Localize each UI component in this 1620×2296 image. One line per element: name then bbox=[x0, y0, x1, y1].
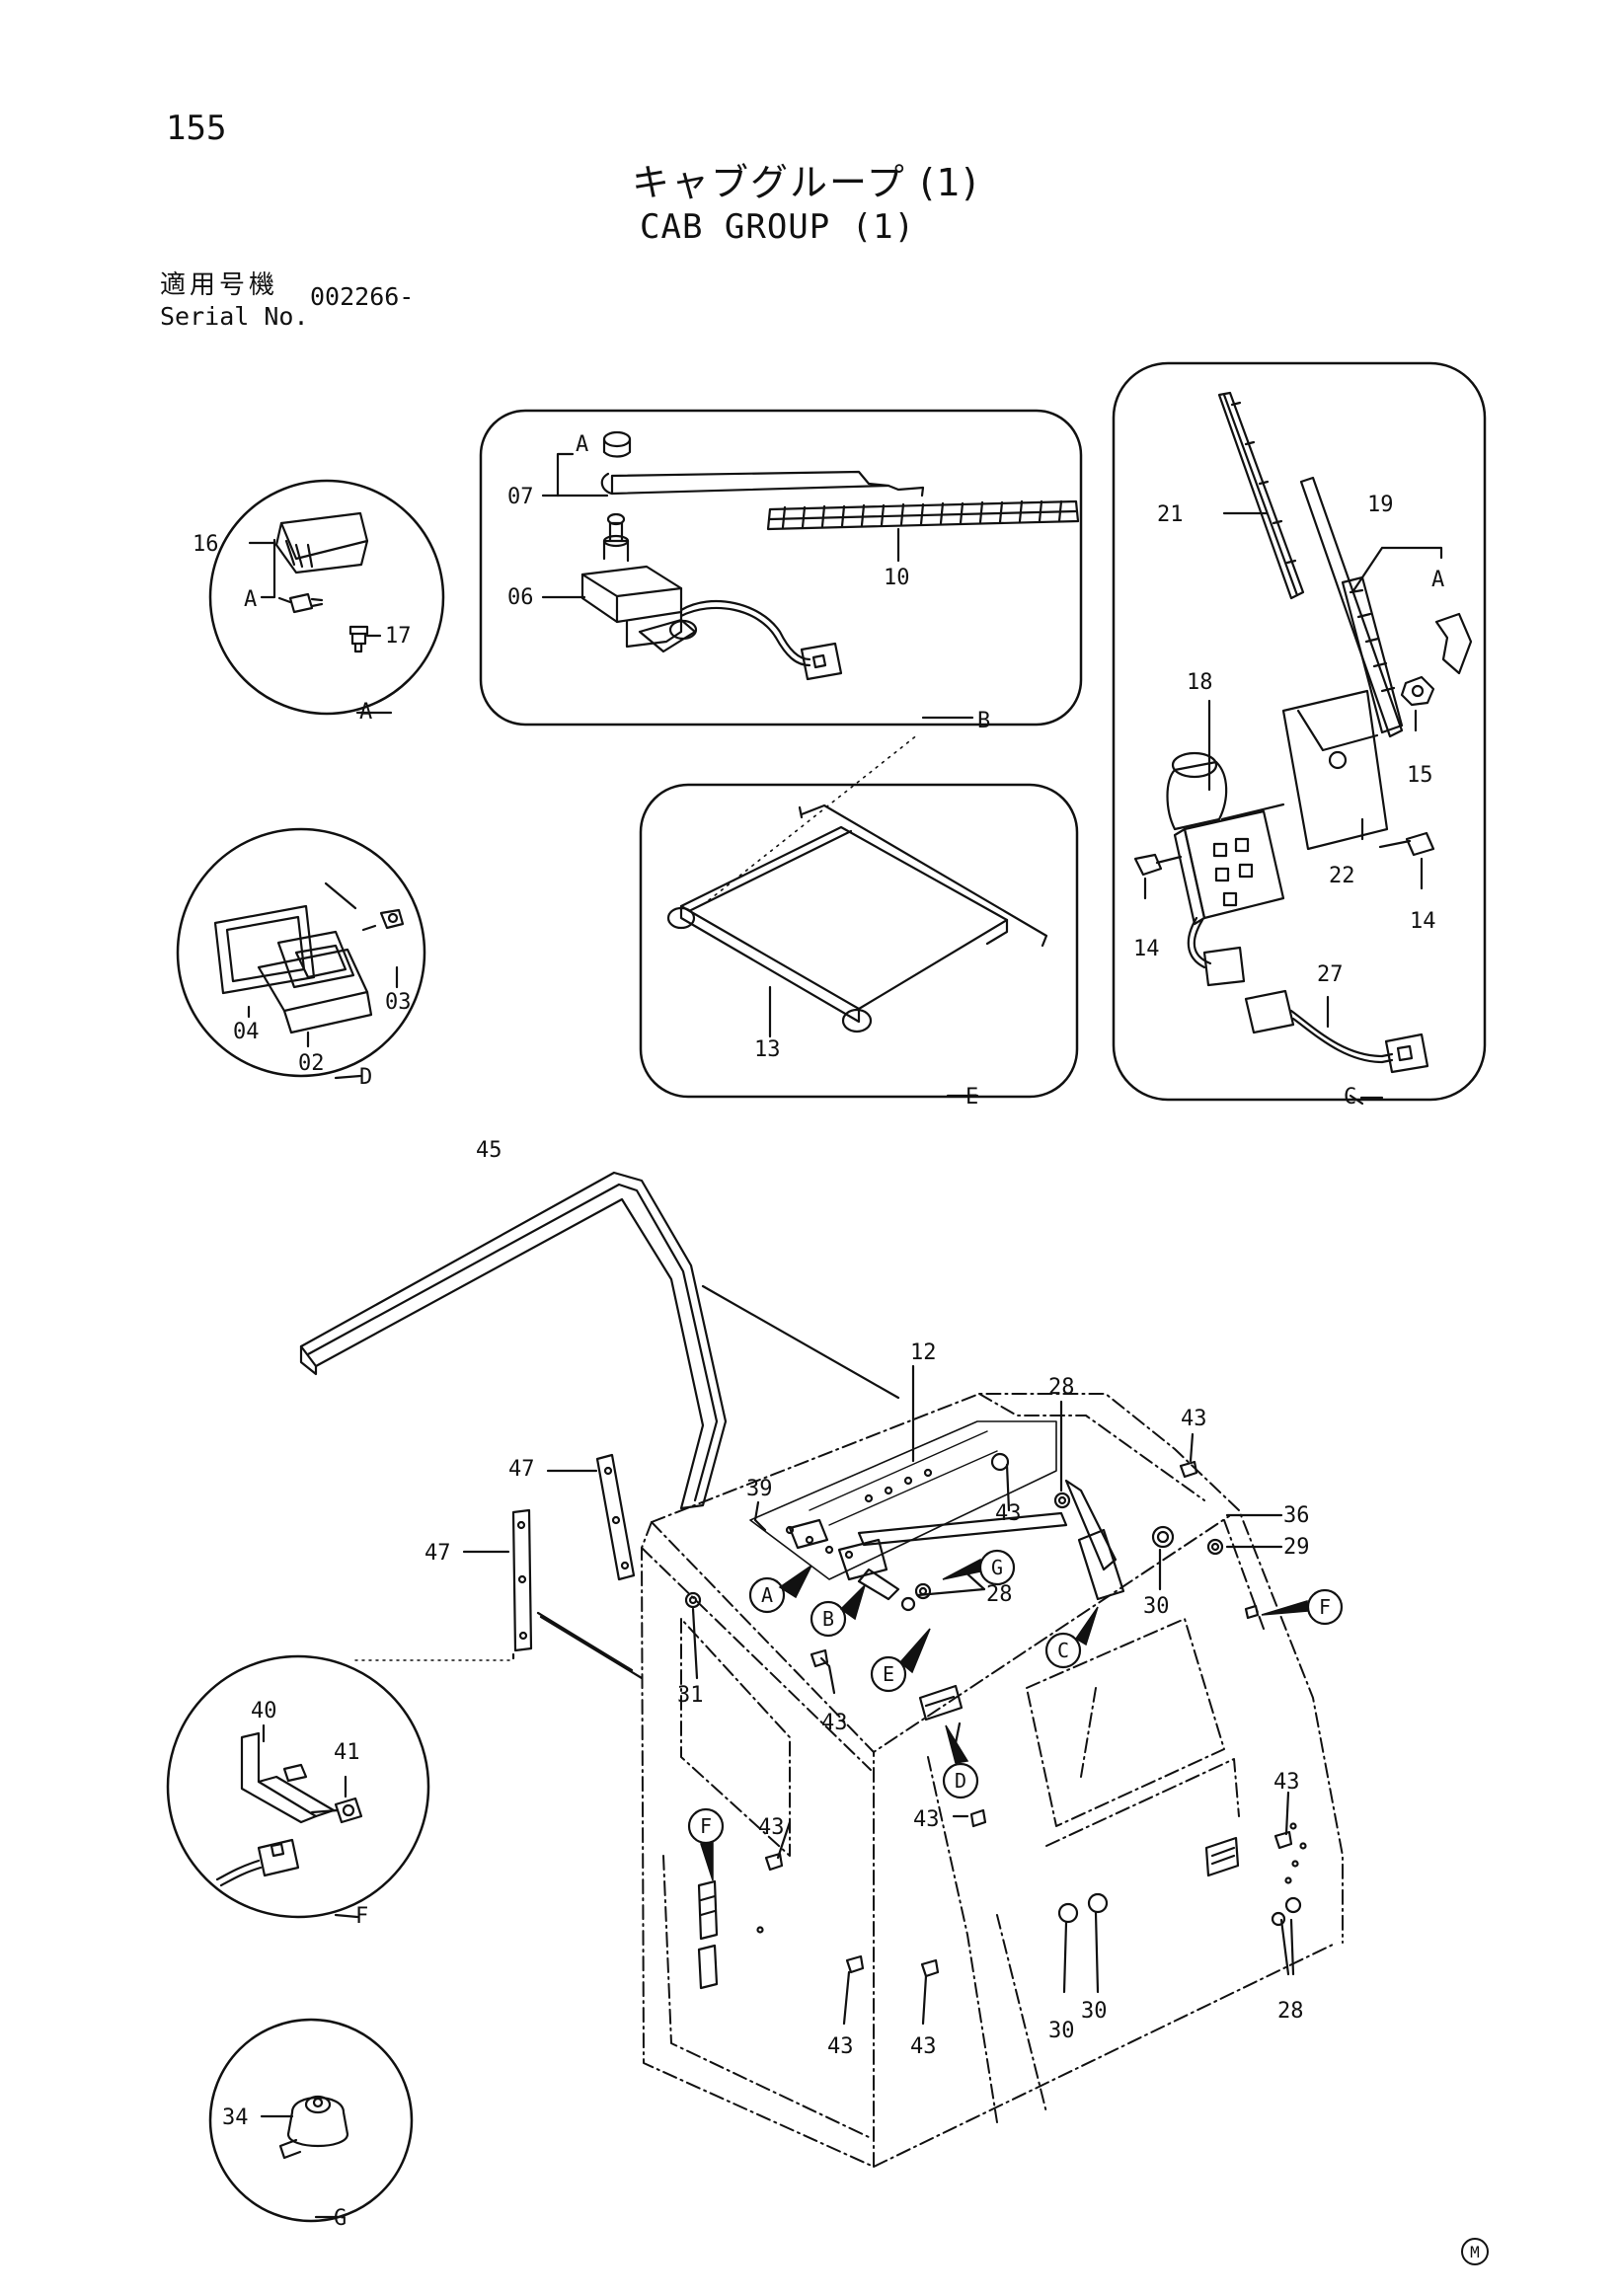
detail-letter: B bbox=[977, 709, 990, 733]
detail-e bbox=[639, 783, 1079, 1099]
part-label: 43 bbox=[1273, 1770, 1300, 1795]
m-mark-letter: M bbox=[1470, 2243, 1480, 2261]
part-label: A bbox=[244, 587, 257, 612]
callout-circles bbox=[687, 1549, 1344, 1845]
page-title-en: CAB GROUP (1) bbox=[640, 207, 916, 247]
part-label: A bbox=[1431, 568, 1444, 592]
detail-letter: G bbox=[334, 2206, 347, 2231]
part-label: 17 bbox=[385, 624, 412, 649]
part-label: 21 bbox=[1157, 502, 1184, 527]
part-label: 14 bbox=[1133, 937, 1160, 961]
part-label: 06 bbox=[507, 585, 534, 610]
main-cab-assembly bbox=[299, 1171, 1344, 2168]
part-label: 12 bbox=[910, 1340, 937, 1365]
callout-c bbox=[1044, 1632, 1082, 1669]
part-label: 43 bbox=[758, 1815, 785, 1840]
part-label: 07 bbox=[507, 485, 534, 509]
part-label: 47 bbox=[508, 1457, 535, 1482]
part-label: 04 bbox=[233, 1020, 260, 1044]
callout-b bbox=[810, 1600, 847, 1638]
part-label: 43 bbox=[995, 1501, 1022, 1526]
serial-label-jp: 適用号機 bbox=[160, 270, 279, 300]
part-label: 22 bbox=[1329, 864, 1355, 888]
part-label: 28 bbox=[986, 1582, 1013, 1607]
part-label: 40 bbox=[251, 1699, 277, 1723]
part-label: 14 bbox=[1410, 909, 1436, 934]
part-label: 13 bbox=[754, 1037, 781, 1062]
part-label: 15 bbox=[1407, 763, 1433, 788]
detail-g bbox=[208, 2018, 414, 2223]
part-label: 43 bbox=[910, 2034, 937, 2059]
part-label: 03 bbox=[385, 990, 412, 1015]
part-label: 28 bbox=[1048, 1375, 1075, 1400]
callout-letter: A bbox=[761, 1583, 773, 1607]
callout-a bbox=[748, 1576, 786, 1614]
callout-letter: C bbox=[1057, 1639, 1069, 1662]
part-label: 18 bbox=[1187, 670, 1213, 695]
detail-letter: E bbox=[965, 1085, 978, 1110]
m-mark-circle bbox=[1461, 2238, 1489, 2265]
callout-letter: B bbox=[822, 1607, 834, 1631]
part-label: 02 bbox=[298, 1051, 325, 1076]
page-number: 155 bbox=[166, 109, 227, 148]
part-label: 27 bbox=[1317, 962, 1344, 987]
callout-d bbox=[942, 1762, 979, 1799]
part-label: 34 bbox=[222, 2105, 249, 2130]
serial-number-value: 002266- bbox=[310, 282, 415, 311]
part-label: 29 bbox=[1283, 1535, 1310, 1560]
part-label: 31 bbox=[677, 1683, 704, 1708]
callout-e bbox=[870, 1655, 907, 1693]
part-label: 30 bbox=[1143, 1594, 1170, 1619]
detail-b bbox=[479, 409, 1083, 727]
page-title-jp: キャブグループ (1) bbox=[632, 161, 979, 204]
callout-letter: G bbox=[991, 1556, 1003, 1579]
detail-letter: C bbox=[1344, 1085, 1356, 1110]
callout-letter: D bbox=[955, 1769, 966, 1793]
detail-a bbox=[208, 479, 445, 716]
part-label: 43 bbox=[821, 1711, 848, 1735]
serial-label-en: Serial No. bbox=[160, 302, 309, 331]
part-label: 30 bbox=[1081, 1999, 1108, 2024]
detail-c bbox=[1112, 361, 1487, 1106]
detail-f bbox=[166, 1654, 430, 1919]
part-label: 39 bbox=[746, 1477, 773, 1501]
part-label: 47 bbox=[424, 1541, 451, 1566]
callout-letter: E bbox=[883, 1662, 894, 1686]
detail-d bbox=[176, 827, 426, 1080]
callout-letter: F bbox=[1319, 1595, 1331, 1619]
part-label: 28 bbox=[1277, 1999, 1304, 2024]
part-label: 43 bbox=[913, 1807, 940, 1832]
part-label: 36 bbox=[1283, 1503, 1310, 1528]
part-label: 10 bbox=[884, 566, 910, 590]
part-label: 19 bbox=[1367, 493, 1394, 517]
part-label: A bbox=[576, 432, 588, 457]
part-label: 30 bbox=[1048, 2019, 1075, 2043]
detail-letter: D bbox=[359, 1065, 372, 1090]
part-label: 43 bbox=[827, 2034, 854, 2059]
part-label: 16 bbox=[193, 532, 219, 557]
detail-letter: A bbox=[359, 700, 372, 725]
part-label: 43 bbox=[1181, 1407, 1207, 1431]
part-label: 41 bbox=[334, 1740, 360, 1765]
part-label: 45 bbox=[476, 1138, 502, 1163]
detail-letter: F bbox=[355, 1904, 368, 1929]
callout-letter: F bbox=[700, 1814, 712, 1838]
